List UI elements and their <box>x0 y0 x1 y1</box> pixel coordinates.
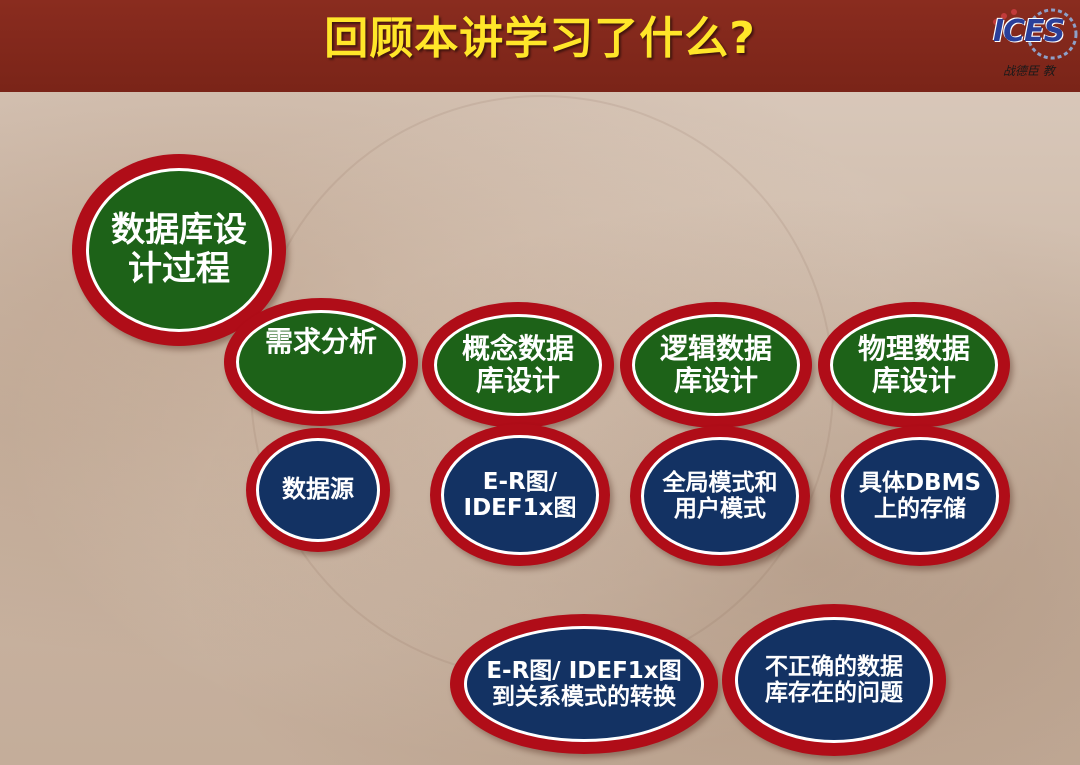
node-label: 具体DBMS 上的存储 <box>858 469 982 522</box>
node-requirements-analysis: 需求分析 <box>224 298 418 426</box>
title-bar <box>0 0 1080 92</box>
node-global-user-schema: 全局模式和 用户模式 <box>630 426 810 566</box>
node-label: 数据源 <box>282 475 354 504</box>
node-incorrect-db-issues: 不正确的数据 库存在的问题 <box>722 604 946 756</box>
node-conceptual-design: 概念数据 库设计 <box>422 302 614 428</box>
node-label: 概念数据 库设计 <box>461 331 574 397</box>
node-label: 物理数据 库设计 <box>857 331 970 397</box>
logo-text: ICES <box>993 14 1065 49</box>
node-label: 不正确的数据 库存在的问题 <box>765 653 903 706</box>
node-logical-design: 逻辑数据 库设计 <box>620 302 812 428</box>
node-label: 需求分析 <box>264 324 377 358</box>
node-label: 数据库设 计过程 <box>111 209 247 289</box>
node-physical-design: 物理数据 库设计 <box>818 302 1010 428</box>
slide-title: 回顾本讲学习了什么? <box>324 13 756 64</box>
node-dbms-storage: 具体DBMS 上的存储 <box>830 426 1010 566</box>
node-label: 逻辑数据 库设计 <box>659 331 772 397</box>
ices-logo-icon <box>993 8 1078 60</box>
node-database-design-process: 数据库设 计过程 <box>72 154 286 346</box>
node-er-idef1x: E-R图/ IDEF1x图 <box>430 424 610 566</box>
node-er-to-relational: E-R图/ IDEF1x图 到关系模式的转换 <box>450 614 718 754</box>
node-data-source: 数据源 <box>246 428 390 552</box>
node-label: 全局模式和 用户模式 <box>662 469 778 522</box>
node-label: E-R图/ IDEF1x图 <box>463 468 577 521</box>
logo-subtitle: 战德臣 教 <box>1003 64 1055 78</box>
node-label: E-R图/ IDEF1x图 到关系模式的转换 <box>486 657 682 710</box>
